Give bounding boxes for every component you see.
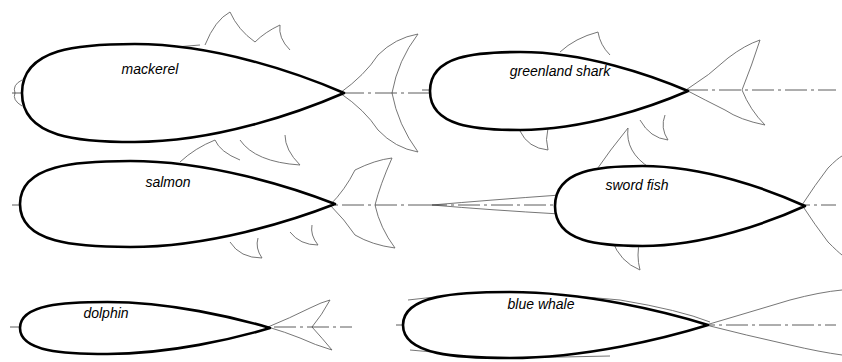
fish-body: greenland shark <box>430 52 688 130</box>
sword <box>432 195 560 214</box>
fish-body: salmon <box>20 161 335 247</box>
dorsal-fin <box>560 32 610 55</box>
body-outline <box>20 161 335 247</box>
fish-name: salmon <box>145 175 190 190</box>
body-outline <box>22 44 344 142</box>
body-outline-path <box>20 161 335 247</box>
fish-name: dolphin <box>83 306 128 321</box>
tail-fluke <box>706 290 842 355</box>
dorsal-fin <box>205 12 255 45</box>
body-outline <box>20 302 270 354</box>
fish-body: blue whale <box>403 292 708 358</box>
fish-name: blue whale <box>508 297 575 312</box>
fish-name: greenland shark <box>510 64 610 79</box>
dorsal-fin <box>255 25 290 50</box>
tail-fin <box>330 158 395 248</box>
fish-name: sword fish <box>605 178 668 193</box>
body-outline <box>555 166 805 246</box>
tail-fin <box>802 156 842 255</box>
fish-body: sword fish <box>555 166 805 246</box>
body-outline-path <box>555 166 805 246</box>
fish-name: mackerel <box>122 62 179 77</box>
pelvic-fin <box>240 135 300 165</box>
anal-fin <box>290 225 318 245</box>
tail-fluke <box>268 300 332 350</box>
body-outline-path <box>20 302 270 354</box>
fish-silhouettes <box>14 12 842 357</box>
dorsal-fin <box>180 140 240 162</box>
body-outline-path <box>430 52 688 130</box>
pectoral-fin <box>520 128 548 150</box>
fish-body: dolphin <box>20 302 270 354</box>
fish-body: mackerel <box>22 44 344 142</box>
body-outline-path <box>22 44 344 142</box>
pelvic-fin <box>640 115 668 140</box>
tail-fin <box>686 40 765 125</box>
pelvic-fin <box>230 238 262 258</box>
body-outline-path <box>403 292 708 358</box>
